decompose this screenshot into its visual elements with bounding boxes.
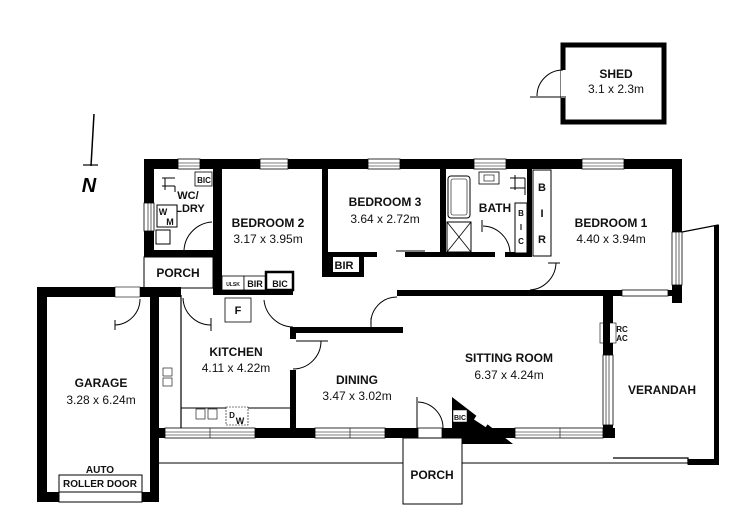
- washer-label: W: [159, 207, 168, 217]
- fridge-label: F: [235, 305, 242, 317]
- bedroom-2: BEDROOM 2 3.17 x 3.95m ULSK BIR BIC: [221, 216, 305, 328]
- rc-label: RC: [616, 325, 628, 334]
- porch-front-label: PORCH: [410, 468, 453, 482]
- dishwasher-w: W: [236, 416, 245, 426]
- sitting-room: SITTING ROOM 6.37 x 4.24m BIC RC AC: [416, 320, 628, 444]
- verandah-label: VERANDAH: [628, 383, 696, 397]
- wc-door-swing: [183, 221, 213, 251]
- kitchen-dims: 4.11 x 4.22m: [202, 361, 270, 375]
- kitchen-door-swing: [182, 297, 212, 326]
- bedroom1-bir-b: B: [538, 182, 546, 194]
- bath-bic-b: B: [518, 209, 524, 218]
- windows: [143, 158, 683, 439]
- porch-side-label: PORCH: [156, 266, 199, 280]
- dishwasher-d: D: [229, 411, 235, 420]
- bath-door-swing: [482, 225, 511, 253]
- bedroom3-bir-label: BIR: [335, 260, 354, 272]
- ulsk-label: ULSK: [226, 282, 240, 288]
- garage: GARAGE 3.28 x 6.24m AUTO ROLLER DOOR: [37, 286, 181, 503]
- bedroom2-dims: 3.17 x 3.95m: [233, 232, 302, 246]
- bedroom1-dims: 4.40 x 3.94m: [576, 232, 645, 246]
- north-label: N: [82, 175, 97, 197]
- bedroom-3: BEDROOM 3 3.64 x 2.72m BIR: [335, 195, 425, 331]
- shed-dims: 3.1 x 2.3m: [588, 82, 644, 96]
- shed-label: SHED: [599, 67, 633, 81]
- bedroom3-dims: 3.64 x 2.72m: [350, 212, 419, 226]
- sitting-room-dims: 6.37 x 4.24m: [474, 368, 543, 382]
- garage-dims: 3.28 x 6.24m: [66, 393, 135, 407]
- shed: SHED 3.1 x 2.3m: [530, 42, 667, 125]
- bedroom1-bir-r: R: [538, 234, 546, 246]
- machine-label: M: [166, 217, 174, 227]
- dining-label: DINING: [336, 373, 378, 387]
- garage-door-swing: [114, 298, 141, 326]
- kitchen: F KITCHEN 4.11 x 4.22m D W: [162, 297, 328, 426]
- wc-laundry-room: BIC WC/ LDRY W M: [155, 171, 213, 251]
- dining-room: DINING 3.47 x 3.02m: [322, 373, 391, 403]
- kitchen-label: KITCHEN: [209, 345, 262, 359]
- dining-door-swing: [292, 340, 322, 370]
- wc-bic-label: BIC: [197, 176, 211, 185]
- sitting-room-label: SITTING ROOM: [465, 351, 553, 365]
- bedroom2-door-swing: [263, 299, 294, 328]
- bic-hall-label: BIC: [272, 279, 288, 289]
- hall-door-swing: [370, 296, 398, 326]
- north-arrow-icon: N: [82, 113, 98, 197]
- bedroom-1: B I R BEDROOM 1 4.40 x 3.94m: [529, 169, 648, 291]
- bath-bic-c: C: [518, 237, 524, 246]
- wc-label: WC/: [177, 190, 198, 202]
- bedroom1-door-swing: [529, 262, 557, 291]
- bedroom2-label: BEDROOM 2: [232, 216, 305, 230]
- bedroom1-bir-i: I: [540, 208, 543, 220]
- verandah: VERANDAH: [155, 224, 719, 465]
- porch-front: PORCH: [402, 437, 463, 505]
- front-door-swing: [417, 401, 444, 429]
- sitting-bic-label: BIC: [454, 415, 466, 422]
- interior-walls: [180, 159, 537, 433]
- roller-door-label-1: AUTO: [86, 465, 114, 476]
- bedroom3-label: BEDROOM 3: [349, 195, 422, 209]
- bath-label: BATH: [479, 201, 511, 215]
- bedroom1-label: BEDROOM 1: [575, 216, 648, 230]
- roller-door-label-2: ROLLER DOOR: [63, 479, 138, 490]
- bath-bic-i: I: [520, 223, 522, 232]
- laundry-label: LDRY: [175, 203, 205, 215]
- porch-side: PORCH: [143, 256, 214, 289]
- bir-kitchen-label: BIR: [247, 279, 263, 289]
- ac-label: AC: [616, 334, 628, 343]
- bathroom: BATH B I C: [446, 171, 528, 254]
- garage-label: GARAGE: [75, 376, 128, 390]
- dining-dims: 3.47 x 3.02m: [322, 389, 391, 403]
